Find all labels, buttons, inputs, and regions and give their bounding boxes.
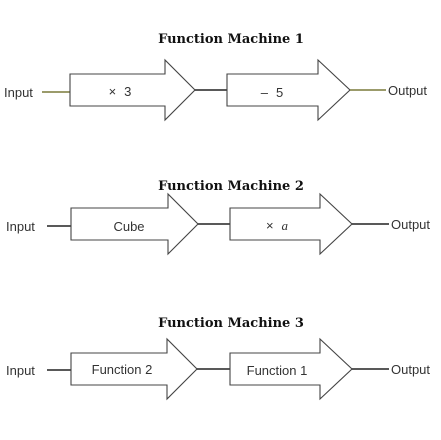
machine-1-step-2-label: – 5 xyxy=(261,84,283,101)
machine-1-step-1-symbol: × xyxy=(109,84,117,99)
machine-1-step-2-arrow xyxy=(226,58,351,122)
machine-1-step-1-label: × 3 xyxy=(109,83,132,100)
machine-3-title: Function Machine 3 xyxy=(158,316,304,331)
machine-2-step-1-arrow xyxy=(70,192,199,256)
machine-1-output-label: Output xyxy=(388,83,427,98)
machine-1-input-label: Input xyxy=(4,85,33,100)
machine-2-step-2-arrow xyxy=(229,192,353,256)
machine-1-step-2-value: 5 xyxy=(276,85,283,100)
machine-2-step-1-label: Cube xyxy=(113,219,144,234)
machine-1-step-2-symbol: – xyxy=(261,85,269,100)
machine-2-step-2-label: × a xyxy=(266,217,289,234)
machine-1-step-1-value: 3 xyxy=(124,84,131,99)
machine-2-title: Function Machine 2 xyxy=(158,179,304,194)
machine-3-output-label: Output xyxy=(391,362,430,377)
machine-3-input-label: Input xyxy=(6,363,35,378)
machine-3-step-1-label: Function 2 xyxy=(92,362,153,377)
machine-1-step-1-arrow xyxy=(69,58,196,122)
machine-2-step-2-symbol: × xyxy=(266,218,274,233)
function-machine-3: Function Machine 3 Input Function 2 Func… xyxy=(6,316,430,401)
machine-1-title: Function Machine 1 xyxy=(158,32,304,47)
machine-3-step-1-arrow xyxy=(70,337,198,401)
machine-2-output-label: Output xyxy=(391,217,430,232)
function-machine-2: Function Machine 2 Input Cube × a Output xyxy=(6,179,430,256)
machine-3-step-1-value: Function 2 xyxy=(92,362,153,377)
machine-2-step-2-value: a xyxy=(282,218,289,233)
machine-3-step-2-arrow xyxy=(229,337,353,401)
function-machine-1: Function Machine 1 Input × 3 – 5 Output xyxy=(4,32,427,122)
machine-3-step-2-value: Function 1 xyxy=(247,363,308,378)
machine-2-input-label: Input xyxy=(6,219,35,234)
machine-3-step-2-label: Function 1 xyxy=(247,363,308,378)
machine-2-step-1-value: Cube xyxy=(113,219,144,234)
